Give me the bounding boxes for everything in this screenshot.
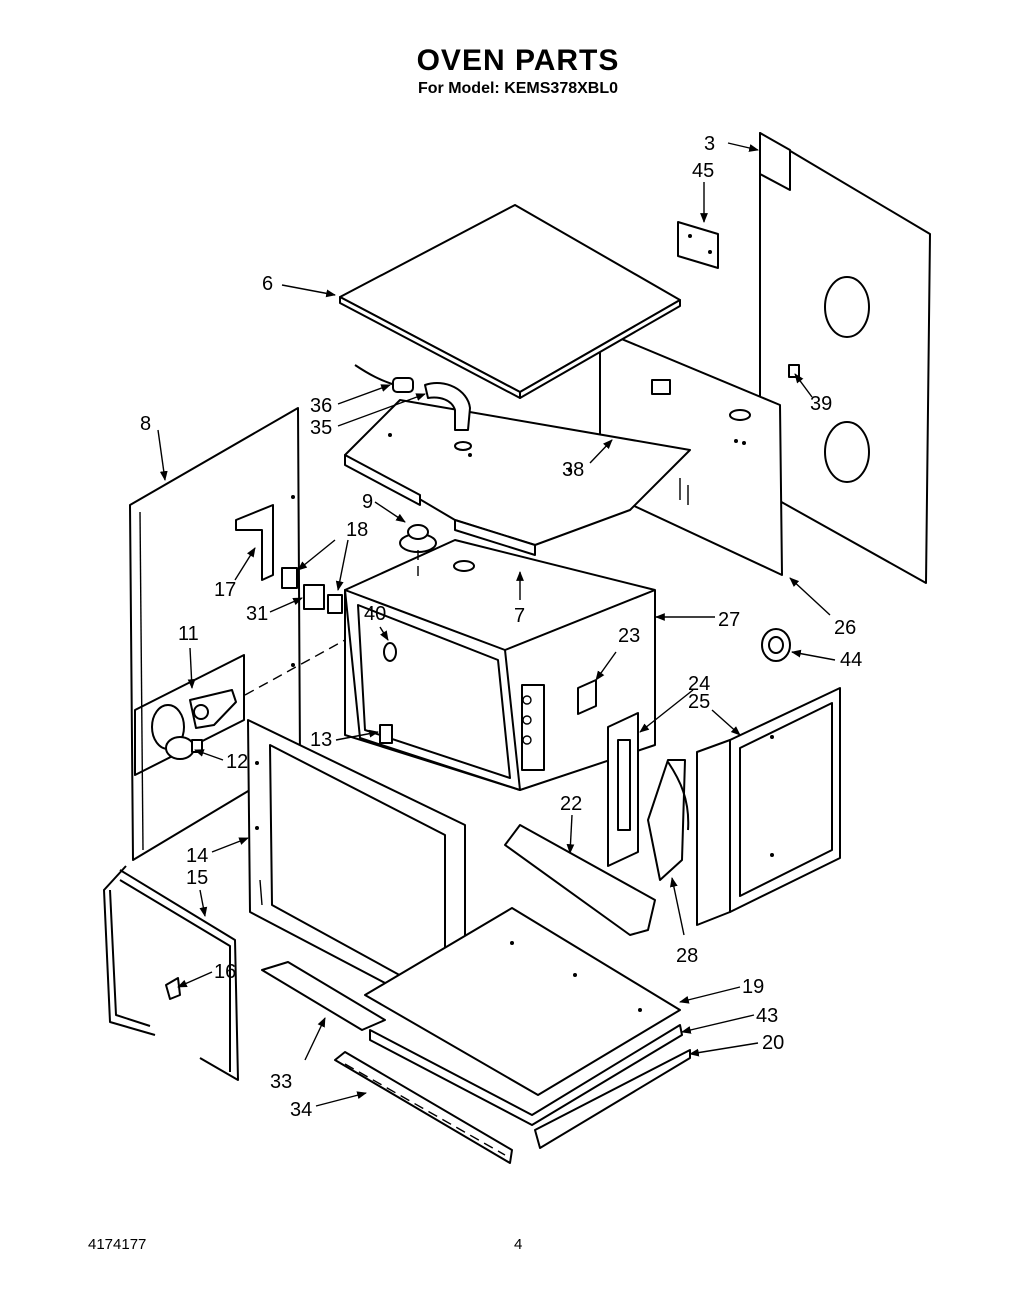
part-33-vent: [261, 961, 386, 1031]
callout-45: 45: [692, 160, 714, 182]
callout-7: 7: [514, 605, 525, 627]
part-24-hinge-receptacle: [607, 712, 639, 867]
callout-44: 44: [840, 649, 862, 671]
callout-3: 3: [704, 133, 715, 155]
callout-22: 22: [560, 793, 582, 815]
page-title: OVEN PARTS: [416, 44, 620, 77]
callout-25: 25: [688, 691, 710, 713]
callout-26: 26: [834, 617, 856, 639]
part-6-top-cover: [339, 204, 681, 399]
callout-34: 34: [290, 1099, 312, 1121]
part-19-bottom-panel: [364, 907, 681, 1096]
callout-8: 8: [140, 413, 151, 435]
part-31-switch: [303, 584, 325, 610]
callout-18: 18: [346, 519, 368, 541]
part-34-grille: [334, 1051, 513, 1164]
part-39-clip: [788, 364, 800, 378]
callout-12: 12: [226, 751, 248, 773]
callout-43: 43: [756, 1005, 778, 1027]
callout-labels: 3 45 6 36 35 39 8 38 9 18 17 31 7 27 40 …: [140, 133, 862, 1121]
part-25-panel: [696, 687, 841, 926]
part-17-bracket: [235, 504, 274, 581]
part-35-36-connector: [354, 364, 472, 451]
part-16-clip: [165, 977, 181, 1000]
part-18-switch: [281, 567, 343, 614]
part-3-rear-panel: [759, 132, 931, 584]
part-38-top-plate: [344, 399, 691, 556]
document-number: 4174177: [88, 1236, 147, 1253]
part-27-oven-cavity: [344, 539, 656, 791]
callout-9: 9: [362, 491, 373, 513]
callout-17: 17: [214, 579, 236, 601]
part-9-sensor: [399, 524, 437, 553]
callout-20: 20: [762, 1032, 784, 1054]
part-22-rail: [504, 824, 656, 936]
part-15-gasket: [103, 865, 239, 1081]
alignment-line: [244, 639, 346, 696]
part-12-bulb: [165, 736, 203, 760]
callout-31: 31: [246, 603, 268, 625]
callout-6: 6: [262, 273, 273, 295]
callout-15: 15: [186, 867, 208, 889]
callout-13: 13: [310, 729, 332, 751]
part-44-ring: [761, 628, 791, 662]
callout-16: 16: [214, 961, 236, 983]
part-45-bracket: [677, 221, 719, 269]
callout-24: 24: [688, 673, 710, 695]
part-20-trim: [534, 1049, 691, 1149]
part-13-clip: [379, 724, 393, 744]
callout-40: 40: [364, 603, 386, 625]
part-23-bracket: [577, 679, 597, 715]
callout-36: 36: [310, 395, 332, 417]
callout-33: 33: [270, 1071, 292, 1093]
page-number: 4: [514, 1236, 523, 1253]
leader-lines: [157, 142, 836, 1107]
callout-35: 35: [310, 417, 332, 439]
callout-23: 23: [618, 625, 640, 647]
part-43-trim: [369, 1024, 683, 1126]
callout-28: 28: [676, 945, 698, 967]
callout-19: 19: [742, 976, 764, 998]
callout-38: 38: [562, 459, 584, 481]
callout-14: 14: [186, 845, 208, 867]
part-11-light-assembly: [134, 654, 245, 776]
callout-11: 11: [178, 623, 199, 645]
callout-27: 27: [718, 609, 740, 631]
part-28-hinge: [647, 759, 690, 881]
callout-39: 39: [810, 393, 832, 415]
model-subtitle: For Model: KEMS378XBL0: [417, 80, 619, 97]
